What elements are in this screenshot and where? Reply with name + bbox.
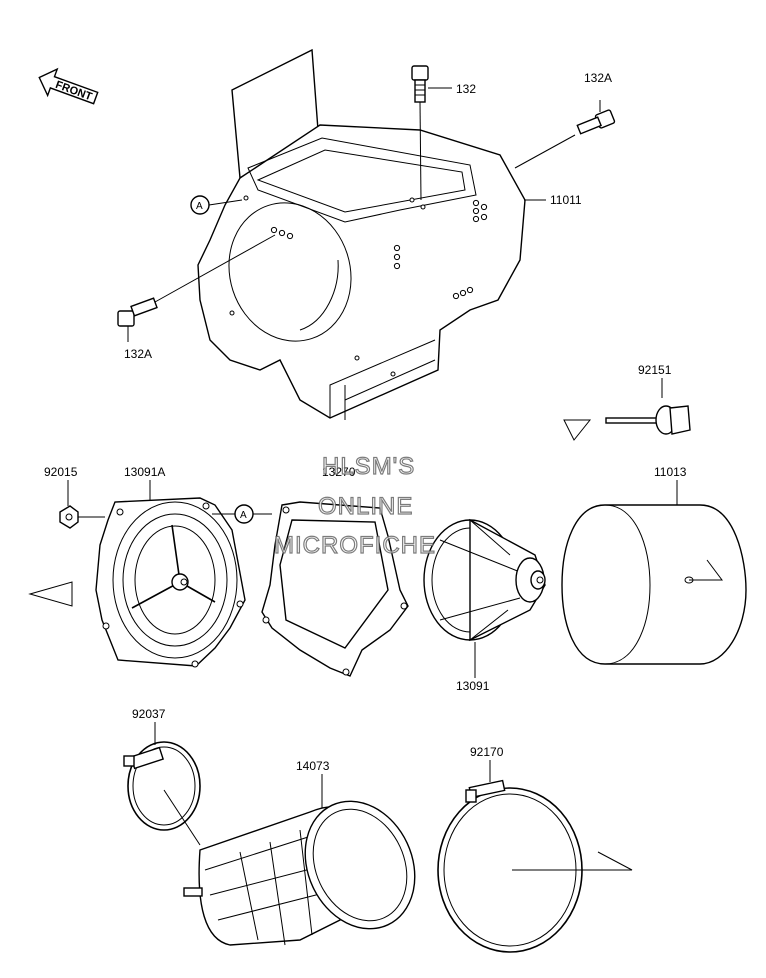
part-number-92015: 92015 [44,465,78,479]
part-number-92170: 92170 [470,745,504,759]
air-cleaner-housing [197,48,526,420]
bolt-132a-left-icon [117,234,276,342]
part-number-92151: 92151 [638,363,672,377]
part-number-132a-left: 132A [124,347,152,361]
wing-bolt-92151-icon [563,378,691,441]
part-number-14073: 14073 [296,759,330,773]
part-number-13091a: 13091A [124,465,165,479]
part-number-132: 132 [456,82,476,96]
clamp-92037 [123,722,201,846]
part-number-11013: 11013 [654,465,687,479]
front-arrow-label: FRONT [54,79,94,103]
part-number-13091: 13091 [456,679,490,693]
callout-a-top-label: A [196,201,203,212]
part-number-132a-right: 132A [584,71,612,85]
filter-element-13091 [423,518,546,678]
bolt-132a-right-icon [514,100,616,169]
nut-92015-icon [59,480,105,529]
watermark: HLSM'S ONLINE MICROFICHE [273,452,436,559]
watermark-line1: HLSM'S [322,453,415,480]
front-arrow-icon: FRONT [38,67,99,105]
part-number-11011: 11011 [550,193,582,207]
callout-a-mid: A [212,504,272,524]
gasket-13270 [261,501,409,677]
watermark-line3: MICROFICHE [274,532,436,559]
callout-a-mid-label: A [240,510,247,521]
watermark-line2: ONLINE [318,493,413,520]
clamp-92170 [437,760,633,953]
part-number-92037: 92037 [132,707,166,721]
part-number-13270: 13270 [322,465,356,479]
air-duct-14073 [183,774,416,946]
filter-holder-13091a [28,480,246,668]
bolt-132-icon [411,65,452,201]
housing-holes [229,195,488,377]
callout-a-top: A [190,195,243,215]
filter-cover-11013 [561,480,747,665]
